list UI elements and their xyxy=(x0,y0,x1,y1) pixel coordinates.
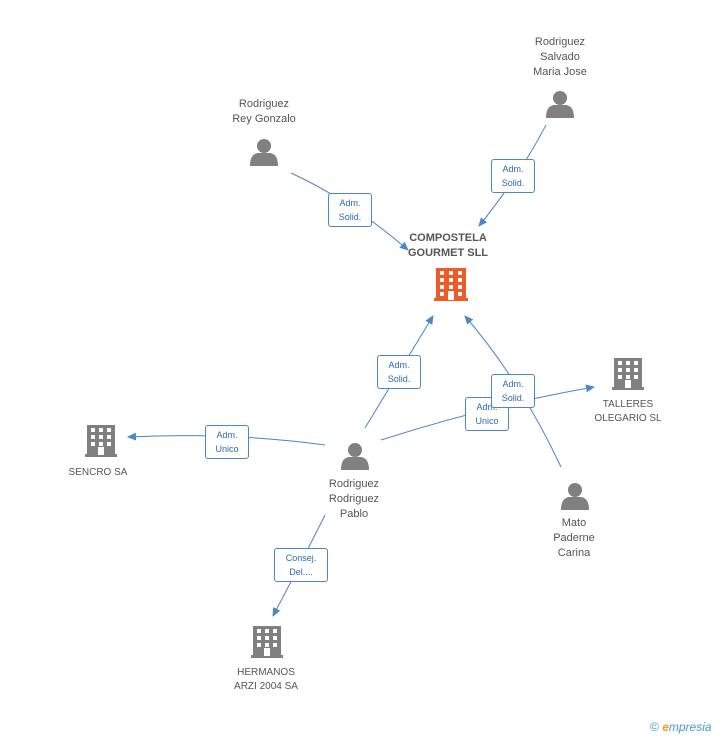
node-label-salvado[interactable]: Rodriguez Salvado Maria Jose xyxy=(533,36,587,78)
brand-logo-text: mpresia xyxy=(668,720,712,734)
node-label-pablo[interactable]: Rodriguez Rodriguez Pablo xyxy=(328,478,380,520)
building-icon[interactable] xyxy=(612,358,644,390)
brand-footer[interactable]: © empresia xyxy=(650,720,712,734)
node-label-sencro[interactable]: SENCRO SA xyxy=(68,467,128,478)
edge-label-rey-to-compostela[interactable]: Adm. Solid. xyxy=(328,193,372,227)
building-icon[interactable] xyxy=(85,425,117,457)
node-label-compostela[interactable]: COMPOSTELA GOURMET SLL xyxy=(407,232,489,259)
person-icon[interactable] xyxy=(546,91,574,118)
copyright-icon: © xyxy=(650,720,659,734)
building-icon[interactable] xyxy=(434,268,468,301)
person-icon[interactable] xyxy=(341,443,369,470)
building-icon[interactable] xyxy=(251,626,283,658)
edge-label-pablo-to-hermanos[interactable]: Consej. Del.... xyxy=(274,548,328,582)
edge-label-salvado-to-compostela[interactable]: Adm. Solid. xyxy=(491,159,535,193)
edge-label-pablo-to-sencro[interactable]: Adm. Unico xyxy=(205,425,249,459)
edge-label-pablo-to-compostela[interactable]: Adm. Solid. xyxy=(377,355,421,389)
person-icon[interactable] xyxy=(561,483,589,510)
node-label-hermanos[interactable]: HERMANOS ARZI 2004 SA xyxy=(234,667,298,692)
node-label-mato[interactable]: Mato Paderne Carina xyxy=(553,517,595,559)
node-label-rey-gonzalo[interactable]: Rodriguez Rey Gonzalo xyxy=(232,98,296,125)
edge-label-mato-to-compostela[interactable]: Adm. Solid. xyxy=(491,374,535,408)
brand-logo-e: e xyxy=(662,720,669,734)
person-icon[interactable] xyxy=(250,139,278,166)
node-label-talleres[interactable]: TALLERES OLEGARIO SL xyxy=(594,399,662,424)
edge-label-pablo-to-talleres[interactable]: Adm. Unico xyxy=(465,397,509,431)
